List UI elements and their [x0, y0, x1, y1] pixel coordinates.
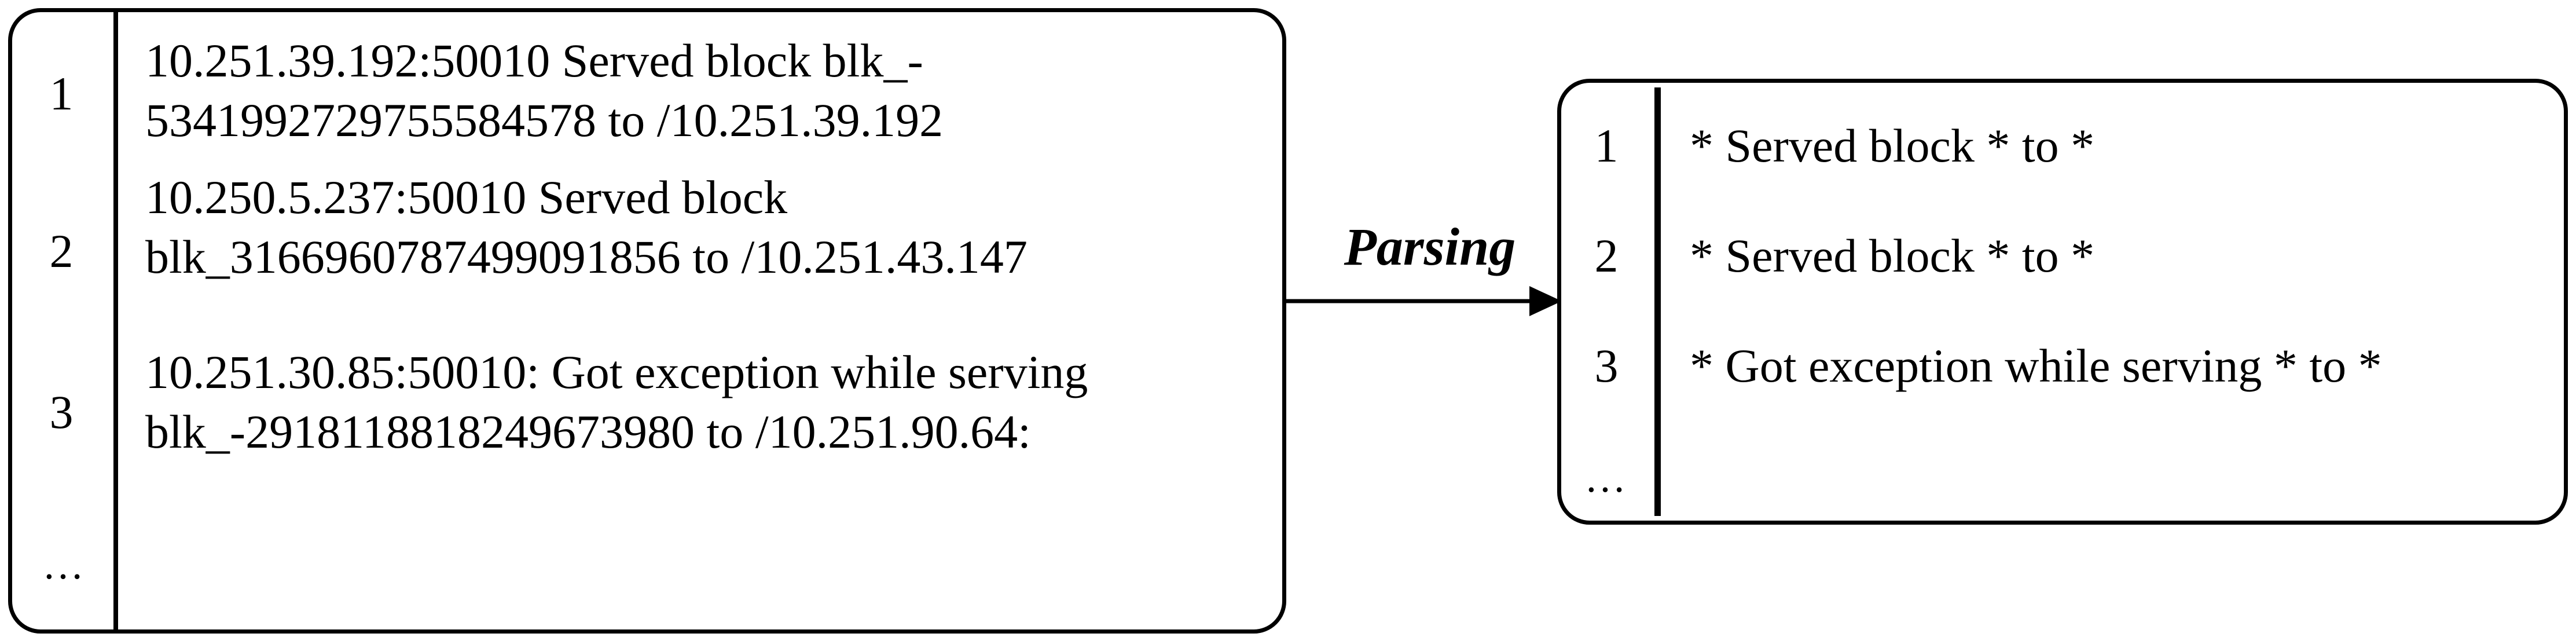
raw-log-entry-1: 10.251.39.192:50010 Served block blk_- 5…: [145, 31, 943, 150]
parsed-template-index-1: 1: [1594, 119, 1619, 172]
raw-log-index-2: 2: [49, 225, 74, 277]
parsed-template-panel: 1 * Served block * to * 2 * Served block…: [1557, 79, 2568, 525]
parsed-template-more-ellipsis: …: [1584, 455, 1628, 501]
raw-log-entry-3-line-2: blk_-2918118818249673980 to /10.251.90.6…: [145, 405, 1031, 458]
raw-log-entry-1-line-1: 10.251.39.192:50010 Served block blk_-: [145, 34, 923, 87]
raw-log-index-1: 1: [49, 67, 74, 120]
raw-log-entry-1-line-2: 5341992729755584578 to /10.251.39.192: [145, 94, 944, 147]
raw-log-panel: 1 10.251.39.192:50010 Served block blk_-…: [8, 8, 1286, 634]
raw-log-divider: [113, 12, 118, 629]
parsing-label: Parsing: [1344, 217, 1516, 276]
parsed-template-3: * Got exception while serving * to *: [1690, 339, 2382, 392]
parsing-arrow-icon: [1286, 286, 1562, 316]
raw-log-entry-3-line-1: 10.251.30.85:50010: Got exception while …: [145, 346, 1088, 398]
parsed-template-index-2: 2: [1594, 229, 1619, 282]
raw-log-entry-2-line-1: 10.250.5.237:50010 Served block: [145, 171, 788, 224]
parsed-template-1: * Served block * to *: [1690, 119, 2095, 172]
parsed-template-2: * Served block * to *: [1690, 229, 2095, 282]
parsed-template-index-3: 3: [1594, 339, 1619, 392]
raw-log-entry-2-line-2: blk_3166960787499091856 to /10.251.43.14…: [145, 230, 1028, 283]
raw-log-more-ellipsis: …: [42, 541, 86, 588]
parsed-template-divider: [1654, 87, 1661, 516]
raw-log-entry-2: 10.250.5.237:50010 Served block blk_3166…: [145, 167, 1028, 287]
raw-log-entry-3: 10.251.30.85:50010: Got exception while …: [145, 342, 1088, 462]
raw-log-index-3: 3: [49, 386, 74, 438]
